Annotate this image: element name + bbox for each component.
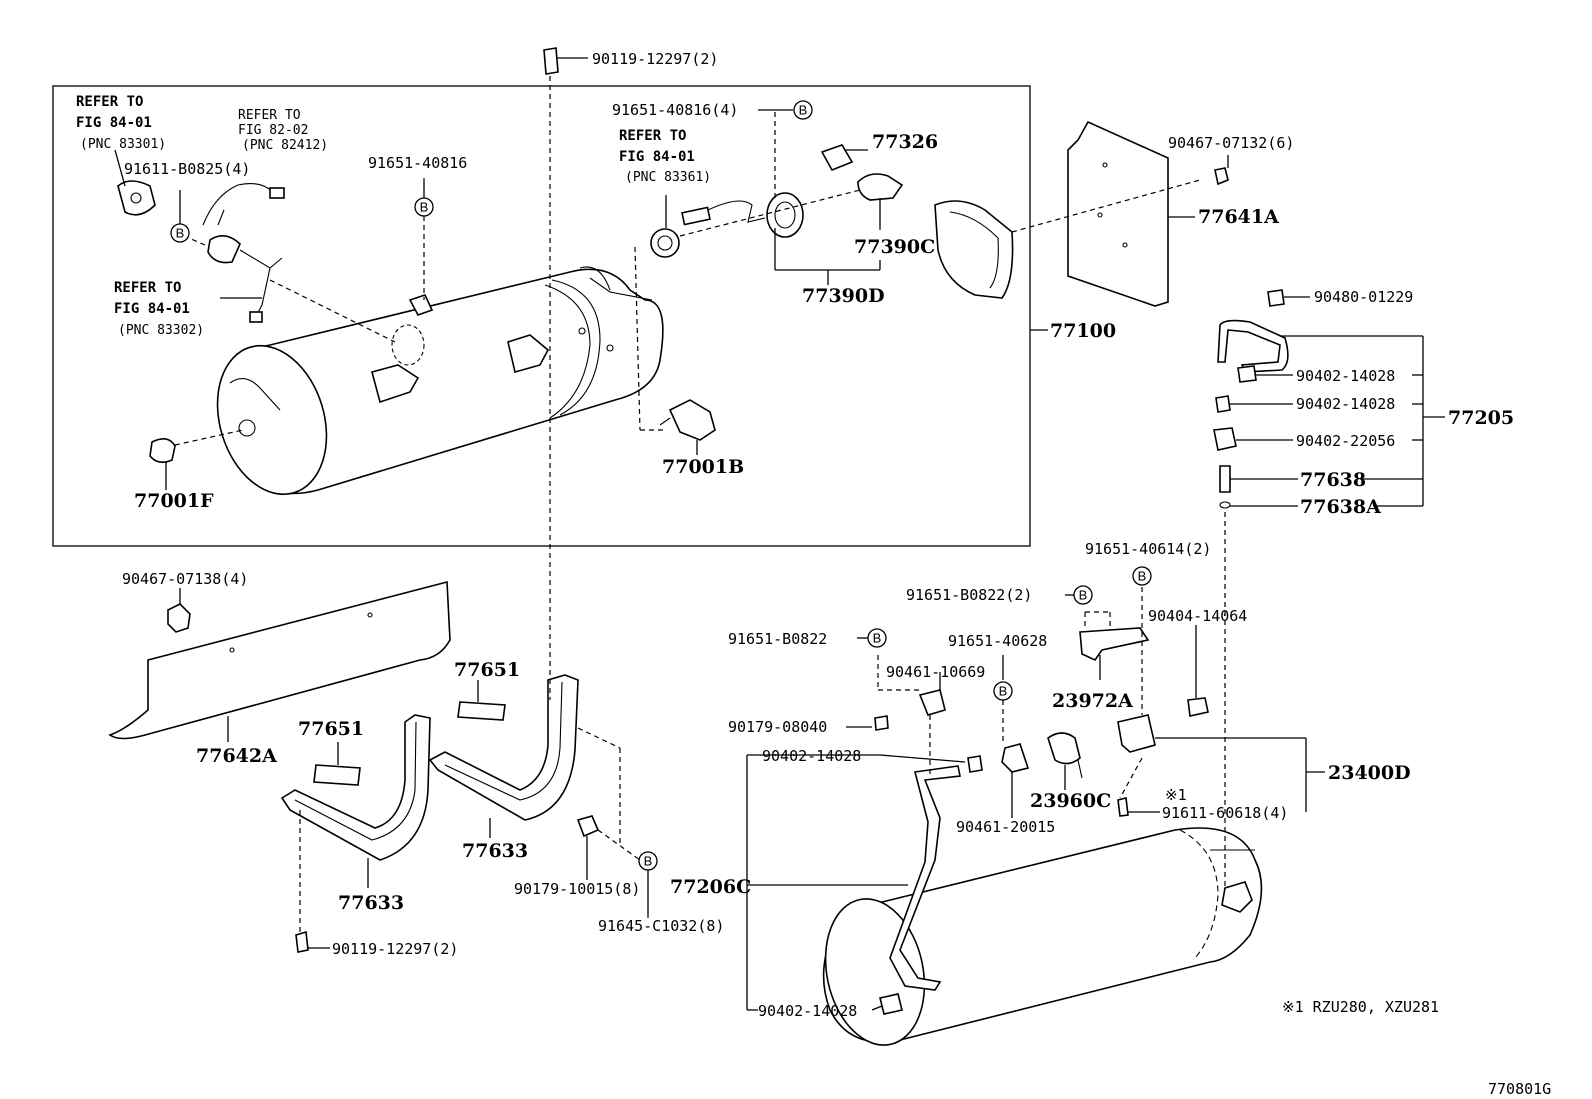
svg-text:B: B: [176, 226, 185, 241]
label-91651-b0822-2: 91651-B0822(2): [906, 586, 1032, 604]
svg-text:FIG 84-01: FIG 84-01: [76, 115, 152, 131]
refer-note-83302: REFER TO FIG 84-01 (PNC 83302): [114, 280, 204, 338]
tank-bracket-right: [428, 674, 579, 821]
callout-b-4: B: [1132, 566, 1152, 586]
label-77633-left: 77633: [338, 892, 404, 914]
lower-tank-drawing: [822, 827, 1263, 1046]
label-90467-07138: 90467-07138(4): [122, 570, 248, 588]
label-91651-40816-4: 91651-40816(4): [612, 101, 738, 119]
label-90179-08040: 90179-08040: [728, 718, 827, 736]
svg-text:FIG 84-01: FIG 84-01: [114, 301, 190, 317]
svg-text:FIG 82-02: FIG 82-02: [238, 123, 308, 138]
svg-text:B: B: [873, 631, 882, 646]
upper-tank-drawing: [216, 266, 664, 496]
tank-assembly-frame: [52, 85, 1031, 547]
label-77390c: 77390C: [854, 236, 935, 258]
tank-bracket-left: [280, 714, 431, 861]
label-77206c: 77206C: [670, 876, 751, 898]
svg-text:(PNC 82412): (PNC 82412): [242, 138, 328, 153]
label-77651-right: 77651: [454, 659, 520, 681]
callout-b-8: B: [638, 851, 658, 871]
svg-text:REFER TO: REFER TO: [76, 94, 143, 110]
fitting-group: [1213, 289, 1289, 509]
heat-shield-plate: [1067, 120, 1169, 307]
label-77642a: 77642A: [196, 745, 277, 767]
svg-text:REFER TO: REFER TO: [619, 128, 686, 144]
diagram-id: 770801G: [1488, 1080, 1551, 1098]
svg-text:(PNC 83302): (PNC 83302): [118, 323, 204, 338]
label-23972a: 23972A: [1052, 690, 1133, 712]
pipe: [889, 765, 961, 991]
label-91611-b0825: 91611-B0825(4): [124, 160, 250, 178]
label-77100: 77100: [1050, 320, 1116, 342]
label-77001b: 77001B: [662, 456, 744, 478]
svg-text:B: B: [644, 854, 653, 869]
svg-text:B: B: [1138, 569, 1147, 584]
label-77390d: 77390D: [802, 285, 885, 307]
tank-band: [934, 200, 1014, 299]
svg-text:B: B: [799, 103, 808, 118]
label-90402-14028-b: 90402-14028: [1296, 395, 1395, 413]
label-77638a: 77638A: [1300, 496, 1381, 518]
label-90402-14028-c: 90402-14028: [762, 747, 861, 765]
label-91611-60618: 91611-60618(4): [1162, 804, 1288, 822]
label-90179-10015: 90179-10015(8): [514, 880, 640, 898]
label-90404-14064: 90404-14064: [1148, 607, 1247, 625]
label-77638: 77638: [1300, 469, 1366, 491]
svg-text:B: B: [999, 684, 1008, 699]
label-90480: 90480-01229: [1314, 288, 1413, 306]
svg-text:REFER TO: REFER TO: [238, 108, 301, 123]
callout-b-7: B: [993, 681, 1013, 701]
leader-lines: [114, 57, 1445, 1011]
callout-b-1: B: [793, 100, 813, 120]
label-90402-14028-d: 90402-14028: [758, 1002, 857, 1020]
label-90402-14028-a: 90402-14028: [1296, 367, 1395, 385]
label-90402-22056: 90402-22056: [1296, 432, 1395, 450]
label-23400d: 23400D: [1328, 762, 1411, 784]
valve-parts: [149, 144, 904, 464]
label-90461-10669: 90461-10669: [886, 663, 985, 681]
label-90119-bottom: 90119-12297(2): [332, 940, 458, 958]
label-77001f: 77001F: [134, 490, 214, 512]
label-77205: 77205: [1448, 407, 1514, 429]
label-77641a: 77641A: [1198, 206, 1279, 228]
refer-note-83361: REFER TO FIG 84-01 (PNC 83361): [619, 128, 711, 185]
footnote: ※1 RZU280, XZU281: [1282, 998, 1439, 1016]
sender-gauge-parts: [117, 180, 285, 323]
label-77651-left: 77651: [298, 718, 364, 740]
label-91651-40816: 91651-40816: [368, 154, 467, 172]
label-23960c: 23960C: [1030, 790, 1111, 812]
label-91645-c1032: 91645-C1032(8): [598, 917, 724, 935]
small-parts: [874, 627, 1209, 817]
callout-b-6: B: [867, 628, 887, 648]
callout-b-5: B: [1073, 585, 1093, 605]
svg-text:(PNC 83361): (PNC 83361): [625, 170, 711, 185]
label-91651-b0822: 91651-B0822: [728, 630, 827, 648]
label-90119-top: 90119-12297(2): [592, 50, 718, 68]
svg-text:FIG 84-01: FIG 84-01: [619, 149, 695, 165]
callout-b-2: B: [170, 223, 190, 243]
label-91651-40614: 91651-40614(2): [1085, 540, 1211, 558]
refer-note-82412: REFER TO FIG 82-02 (PNC 82412): [238, 108, 328, 153]
svg-text:(PNC 83301): (PNC 83301): [80, 137, 166, 152]
footnote-mark: ※1: [1165, 786, 1187, 804]
label-90467-07132: 90467-07132(6): [1168, 134, 1294, 152]
lower-heat-shield: [108, 580, 451, 740]
svg-text:REFER TO: REFER TO: [114, 280, 181, 296]
label-91651-40628: 91651-40628: [948, 632, 1047, 650]
label-77326: 77326: [872, 131, 938, 153]
refer-note-83301: REFER TO FIG 84-01 (PNC 83301): [76, 94, 166, 152]
callout-b-3: B: [414, 197, 434, 217]
label-90461-20015: 90461-20015: [956, 818, 1055, 836]
label-77633-right: 77633: [462, 840, 528, 862]
svg-text:B: B: [420, 200, 429, 215]
svg-text:B: B: [1079, 588, 1088, 603]
